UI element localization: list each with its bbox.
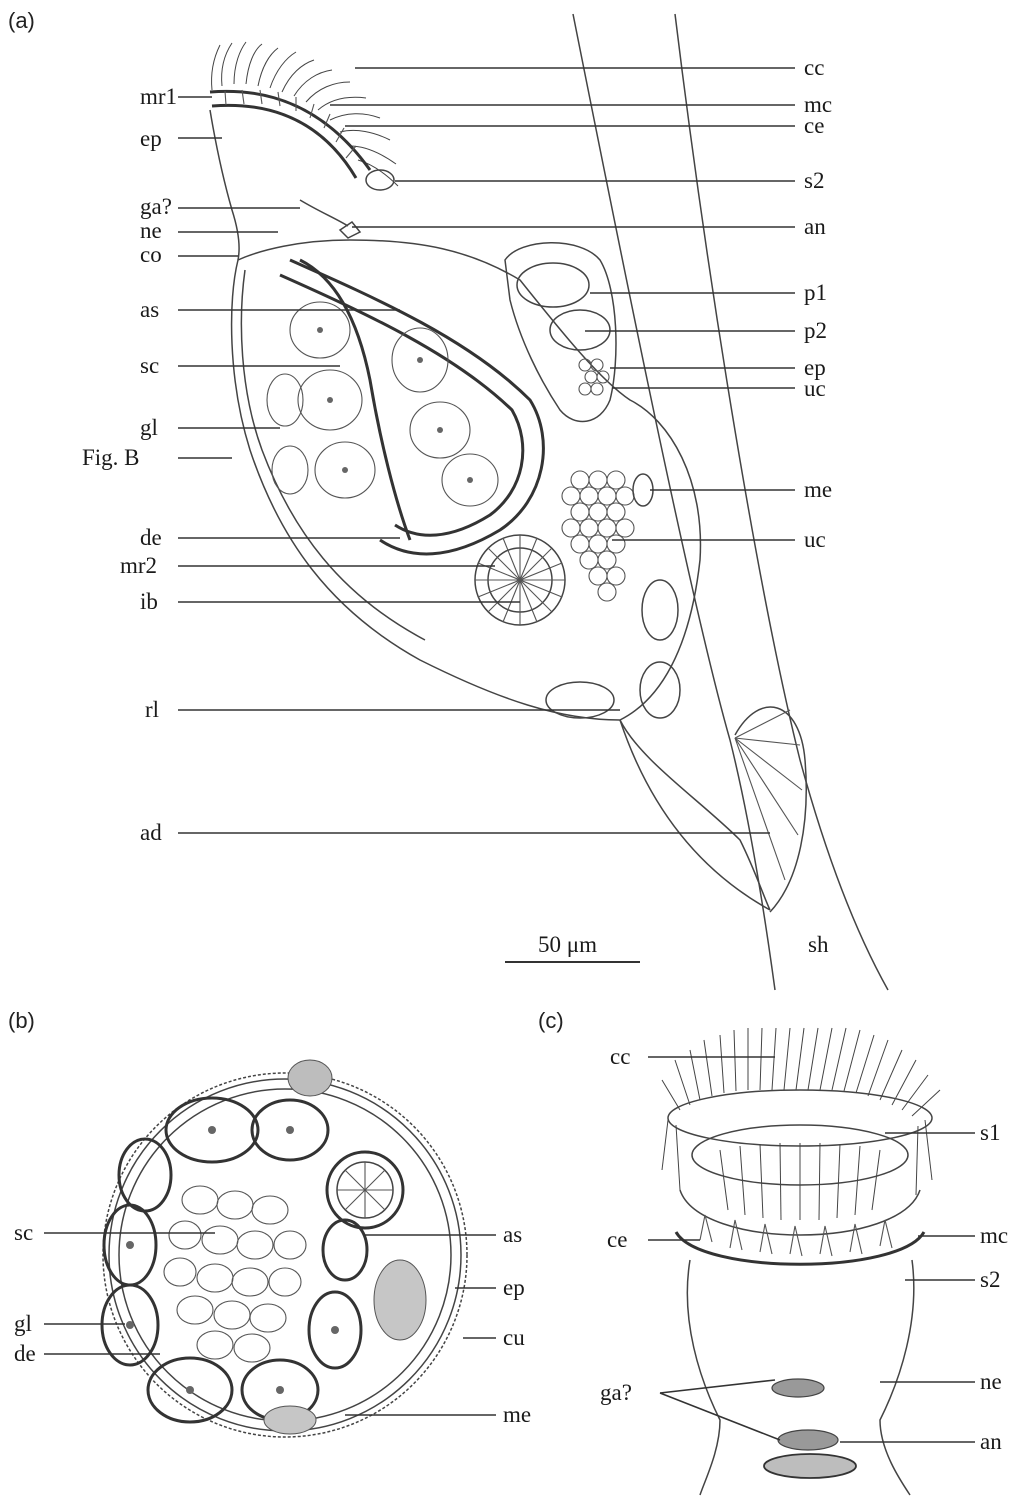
label-as: as <box>140 297 159 322</box>
neck-right-c <box>880 1260 914 1495</box>
scale-bar-label: 50 μm <box>538 932 597 957</box>
embryo-p2 <box>550 310 610 350</box>
lower-cell-1 <box>642 580 678 640</box>
leader-ga-c-1 <box>660 1380 775 1393</box>
stomach-cells-b <box>164 1186 306 1362</box>
label-ga: ga? <box>140 194 172 219</box>
ciliary-crown-a <box>212 42 398 186</box>
crown-inner-cilia <box>720 1143 880 1220</box>
label-mr2: mr2 <box>120 553 157 578</box>
label-cc-a: cc <box>804 55 824 80</box>
label-co: co <box>140 242 162 267</box>
muscle-ring-rays <box>475 535 565 625</box>
label-mr1: mr1 <box>140 84 177 109</box>
label-ib: ib <box>140 589 158 614</box>
label-an-a: an <box>804 214 826 239</box>
label-cc-c: cc <box>610 1044 630 1069</box>
neck-left-c <box>687 1260 720 1495</box>
label-me-b: me <box>503 1402 531 1427</box>
blob-2 <box>374 1260 426 1340</box>
label-ce-a: ce <box>804 113 824 138</box>
label-de: de <box>140 525 162 550</box>
anus-opening <box>764 1454 856 1478</box>
label-me-a: me <box>804 477 832 502</box>
label-ne: ne <box>140 218 162 243</box>
neck-outline <box>300 200 348 226</box>
gut-loop-outer <box>290 260 543 554</box>
gland-cells-b <box>102 1098 367 1422</box>
panel-a-label: (a) <box>8 8 35 33</box>
label-s2-a: s2 <box>804 168 824 193</box>
anus-mark <box>340 222 360 238</box>
crown-top <box>668 1090 932 1146</box>
label-ad: ad <box>140 820 162 845</box>
label-s1: s1 <box>980 1120 1000 1145</box>
lower-cell-3 <box>546 682 614 718</box>
ciliary-crown-c <box>662 1028 940 1195</box>
label-rl: rl <box>145 697 159 722</box>
label-fig-b: Fig. B <box>82 445 140 470</box>
panel-b: (b) <box>8 1008 531 1437</box>
foot-outline-right <box>620 720 770 910</box>
ganglion-lower <box>778 1430 838 1450</box>
label-cu-b: cu <box>503 1325 525 1350</box>
label-uc-2: uc <box>804 527 826 552</box>
label-ga-c: ga? <box>600 1380 632 1405</box>
stomach-cells-a <box>267 302 498 506</box>
sheath-line-outer <box>675 14 888 990</box>
label-sc: sc <box>140 353 159 378</box>
panel-c-label: (c) <box>538 1008 564 1033</box>
label-ep-left: ep <box>140 126 162 151</box>
blob-3 <box>264 1406 316 1434</box>
label-gl: gl <box>140 415 158 440</box>
label-mc-c: mc <box>980 1223 1008 1248</box>
label-uc-1: uc <box>804 376 826 401</box>
cuticle-circle <box>103 1073 467 1437</box>
body-outline-a <box>232 240 701 720</box>
label-p1: p1 <box>804 280 827 305</box>
label-de-b: de <box>14 1341 36 1366</box>
blob-1 <box>288 1060 332 1096</box>
label-an-c: an <box>980 1429 1002 1454</box>
panel-b-label: (b) <box>8 1008 35 1033</box>
embryo-cells <box>579 359 609 395</box>
panel-a: (a) <box>8 8 888 990</box>
s2-bulge-a <box>366 170 394 190</box>
sheath-line-inner <box>573 14 775 990</box>
uc-cell-mass <box>562 471 634 601</box>
label-sh: sh <box>808 932 829 957</box>
label-p2: p2 <box>804 318 827 343</box>
panel-c: (c) <box>538 1008 1008 1495</box>
foot-outline-left <box>620 720 770 910</box>
label-s2-c: s2 <box>980 1267 1000 1292</box>
head-outline-left <box>210 110 239 260</box>
as-ring-rays <box>337 1162 393 1218</box>
gut-loop-inner <box>280 275 523 535</box>
label-ne-c: ne <box>980 1369 1002 1394</box>
epidermis-circle <box>109 1079 461 1431</box>
label-sc-b: sc <box>14 1220 33 1245</box>
body-wall-inner-a <box>241 270 425 640</box>
ganglion-upper <box>772 1379 824 1397</box>
label-as-b: as <box>503 1222 522 1247</box>
leader-ga-c-2 <box>660 1393 780 1440</box>
label-ce-c: ce <box>607 1227 627 1252</box>
embryo-p1 <box>517 263 589 307</box>
lower-cell-2 <box>640 662 680 718</box>
label-gl-b: gl <box>14 1311 32 1336</box>
label-ep-b: ep <box>503 1275 525 1300</box>
adhesive-disc-rays <box>735 710 802 880</box>
corona-band-inner <box>212 105 356 178</box>
